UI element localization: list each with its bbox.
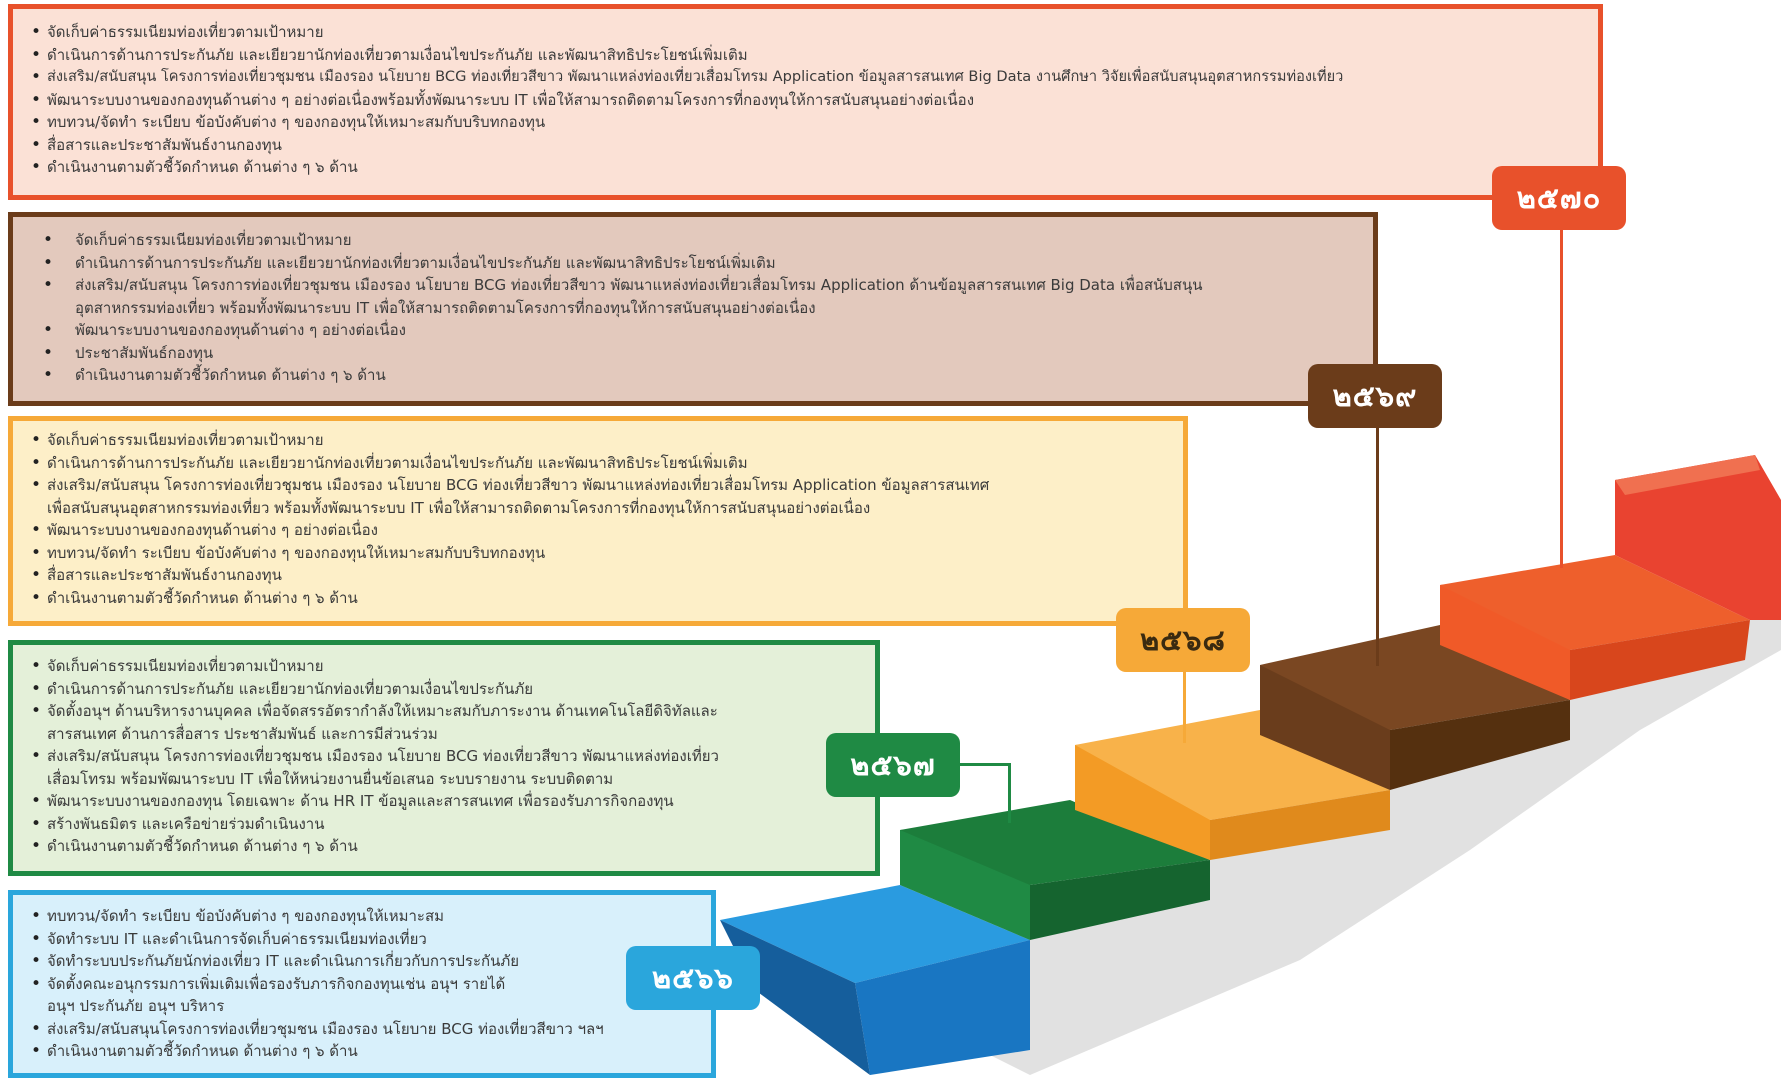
list-item: จัดเก็บค่าธรรมเนียมท่องเที่ยวตามเป้าหมาย bbox=[31, 229, 1373, 252]
stair-step-2567-top bbox=[900, 800, 1210, 885]
list-item-text: จัดทำระบบ IT และดำเนินการจัดเก็บค่าธรรมเ… bbox=[47, 929, 427, 948]
list-item: จัดตั้งคณะอนุกรรมการเพิ่มเติมเพื่อรองรับ… bbox=[31, 973, 711, 1018]
list-item-text: ส่งเสริม/สนับสนุน โครงการท่องเที่ยวชุมชน… bbox=[47, 747, 719, 765]
year-2570-panel: จัดเก็บค่าธรรมเนียมท่องเที่ยวตามเป้าหมาย… bbox=[8, 4, 1603, 200]
list-item: ดำเนินการด้านการประกันภัย และเยียวยานักท… bbox=[31, 678, 875, 701]
list-item: ส่งเสริม/สนับสนุน โครงการท่องเที่ยวชุมชน… bbox=[31, 66, 1598, 89]
stair-step-2568-front bbox=[1210, 790, 1390, 860]
list-item-text-cont: เพื่อสนับสนุนอุตสาหกรรมท่องเที่ยว พร้อมท… bbox=[47, 498, 871, 517]
list-item: ดำเนินการด้านการประกันภัย และเยียวยานักท… bbox=[31, 252, 1373, 275]
list-item: ดำเนินการด้านการประกันภัย และเยียวยานักท… bbox=[31, 44, 1598, 67]
list-item-text-cont: อนุฯ ประกันภัย อนุฯ บริหาร bbox=[47, 997, 225, 1015]
year-2568-list: จัดเก็บค่าธรรมเนียมท่องเที่ยวตามเป้าหมาย… bbox=[31, 429, 1183, 609]
list-item: สื่อสารและประชาสัมพันธ์งานกองทุน bbox=[31, 134, 1598, 157]
list-item-text-cont: อุตสาหกรรมท่องเที่ยว พร้อมทั้งพัฒนาระบบ … bbox=[75, 298, 816, 317]
connector-2568 bbox=[1183, 668, 1186, 743]
list-item: จัดเก็บค่าธรรมเนียมท่องเที่ยวตามเป้าหมาย bbox=[31, 21, 1598, 44]
year-badge-2567: ๒๕๖๗ bbox=[826, 733, 960, 797]
list-item-text: จัดเก็บค่าธรรมเนียมท่องเที่ยวตามเป้าหมาย bbox=[47, 657, 324, 675]
stair-step-2568-top bbox=[1075, 710, 1390, 820]
list-item-text: ดำเนินงานตามตัวชี้วัดกำหนด ด้านต่าง ๆ ๖ … bbox=[47, 588, 358, 607]
list-item-text: พัฒนาระบบงานของกองทุนด้านต่าง ๆ อย่างต่อ… bbox=[47, 521, 378, 539]
list-item: จัดเก็บค่าธรรมเนียมท่องเที่ยวตามเป้าหมาย bbox=[31, 429, 1183, 452]
list-item: พัฒนาระบบงานของกองทุนด้านต่าง ๆ อย่างต่อ… bbox=[31, 319, 1373, 342]
list-item-text: ทบทวน/จัดทำ ระเบียบ ข้อบังคับต่าง ๆ ของก… bbox=[47, 543, 546, 562]
year-badge-2566: ๒๕๖๖ bbox=[626, 946, 760, 1010]
year-2566-list: ทบทวน/จัดทำ ระเบียบ ข้อบังคับต่าง ๆ ของก… bbox=[31, 905, 711, 1063]
list-item-text: ทบทวน/จัดทำ ระเบียบ ข้อบังคับต่าง ๆ ของก… bbox=[47, 907, 445, 925]
year-2567-panel: จัดเก็บค่าธรรมเนียมท่องเที่ยวตามเป้าหมาย… bbox=[8, 640, 880, 876]
list-item-text: พัฒนาระบบงานของกองทุน โดยเฉพาะ ด้าน HR I… bbox=[47, 792, 674, 810]
list-item-text: พัฒนาระบบงานของกองทุนด้านต่าง ๆ อย่างต่อ… bbox=[75, 321, 406, 339]
list-item: ทบทวน/จัดทำ ระเบียบ ข้อบังคับต่าง ๆ ของก… bbox=[31, 542, 1183, 565]
year-badge-2569: ๒๕๖๙ bbox=[1308, 364, 1442, 428]
list-item: ดำเนินงานตามตัวชี้วัดกำหนด ด้านต่าง ๆ ๖ … bbox=[31, 156, 1598, 179]
list-item-text: จัดทำระบบประกันภัยนักท่องเที่ยว IT และดำ… bbox=[47, 952, 520, 970]
list-item-text: ดำเนินการด้านการประกันภัย และเยียวยานักท… bbox=[47, 679, 534, 698]
list-item-text: ส่งเสริม/สนับสนุนโครงการท่องเที่ยวชุมชน … bbox=[47, 1019, 604, 1038]
arrow-head bbox=[1615, 455, 1781, 620]
connector-2570 bbox=[1560, 228, 1563, 568]
year-badge-2570: ๒๕๗๐ bbox=[1492, 166, 1626, 230]
stair-step-2570-top bbox=[1440, 555, 1750, 650]
list-item: จัดตั้งอนุฯ ด้านบริหารงานบุคคล เพื่อจัดส… bbox=[31, 700, 875, 745]
list-item: สื่อสารและประชาสัมพันธ์งานกองทุน bbox=[31, 564, 1183, 587]
list-item-text: จัดตั้งคณะอนุกรรมการเพิ่มเติมเพื่อรองรับ… bbox=[47, 974, 506, 993]
list-item-text: จัดตั้งอนุฯ ด้านบริหารงานบุคคล เพื่อจัดส… bbox=[47, 702, 718, 720]
list-item: ดำเนินการด้านการประกันภัย และเยียวยานักท… bbox=[31, 452, 1183, 475]
list-item: พัฒนาระบบงานของกองทุนด้านต่าง ๆ อย่างต่อ… bbox=[31, 89, 1598, 112]
list-item: ประชาสัมพันธ์กองทุน bbox=[31, 342, 1373, 365]
arrow-head-highlight bbox=[1615, 455, 1760, 495]
list-item-text: จัดเก็บค่าธรรมเนียมท่องเที่ยวตามเป้าหมาย bbox=[75, 231, 352, 249]
year-2570-list: จัดเก็บค่าธรรมเนียมท่องเที่ยวตามเป้าหมาย… bbox=[31, 21, 1598, 179]
list-item-text-cont: สารสนเทศ ด้านการสื่อสาร ประชาสัมพันธ์ แล… bbox=[47, 724, 438, 743]
list-item-text: ดำเนินงานตามตัวชี้วัดกำหนด ด้านต่าง ๆ ๖ … bbox=[75, 366, 386, 384]
list-item: จัดทำระบบ IT และดำเนินการจัดเก็บค่าธรรมเ… bbox=[31, 928, 711, 951]
list-item: พัฒนาระบบงานของกองทุน โดยเฉพาะ ด้าน HR I… bbox=[31, 790, 875, 813]
stair-step-2570-front bbox=[1570, 620, 1750, 700]
list-item-text: ดำเนินการด้านการประกันภัย และเยียวยานักท… bbox=[47, 453, 748, 472]
list-item: ดำเนินงานตามตัวชี้วัดกำหนด ด้านต่าง ๆ ๖ … bbox=[31, 1040, 711, 1063]
year-2567-list: จัดเก็บค่าธรรมเนียมท่องเที่ยวตามเป้าหมาย… bbox=[31, 655, 875, 858]
list-item: ดำเนินงานตามตัวชี้วัดกำหนด ด้านต่าง ๆ ๖ … bbox=[31, 835, 875, 858]
year-2569-panel: จัดเก็บค่าธรรมเนียมท่องเที่ยวตามเป้าหมาย… bbox=[8, 212, 1378, 406]
list-item-text: ประชาสัมพันธ์กองทุน bbox=[75, 343, 214, 362]
list-item-text: สร้างพันธมิตร และเครือข่ายร่วมดำเนินงาน bbox=[47, 814, 325, 833]
year-2569-list: จัดเก็บค่าธรรมเนียมท่องเที่ยวตามเป้าหมาย… bbox=[31, 229, 1373, 387]
list-item-text: ดำเนินงานตามตัวชี้วัดกำหนด ด้านต่าง ๆ ๖ … bbox=[47, 1042, 358, 1060]
list-item: ทบทวน/จัดทำ ระเบียบ ข้อบังคับต่าง ๆ ของก… bbox=[31, 111, 1598, 134]
list-item-text: ดำเนินการด้านการประกันภัย และเยียวยานักท… bbox=[75, 253, 776, 272]
year-badge-2568: ๒๕๖๘ bbox=[1116, 608, 1250, 672]
list-item: พัฒนาระบบงานของกองทุนด้านต่าง ๆ อย่างต่อ… bbox=[31, 519, 1183, 542]
list-item: จัดเก็บค่าธรรมเนียมท่องเที่ยวตามเป้าหมาย bbox=[31, 655, 875, 678]
connector-2567 bbox=[1008, 763, 1011, 823]
connector-2569 bbox=[1376, 426, 1379, 666]
list-item: ดำเนินงานตามตัวชี้วัดกำหนด ด้านต่าง ๆ ๖ … bbox=[31, 587, 1183, 610]
list-item: ทบทวน/จัดทำ ระเบียบ ข้อบังคับต่าง ๆ ของก… bbox=[31, 905, 711, 928]
year-2566-panel: ทบทวน/จัดทำ ระเบียบ ข้อบังคับต่าง ๆ ของก… bbox=[8, 890, 716, 1078]
list-item-text-cont: เสื่อมโทรม พร้อมพัฒนาระบบ IT เพื่อให้หน่… bbox=[47, 769, 614, 788]
stair-step-2566-top bbox=[720, 885, 1030, 983]
list-item-text: ส่งเสริม/สนับสนุน โครงการท่องเที่ยวชุมชน… bbox=[47, 476, 990, 494]
list-item: ดำเนินงานตามตัวชี้วัดกำหนด ด้านต่าง ๆ ๖ … bbox=[31, 364, 1373, 387]
list-item: ส่งเสริม/สนับสนุนโครงการท่องเที่ยวชุมชน … bbox=[31, 1018, 711, 1041]
list-item-text: ส่งเสริม/สนับสนุน โครงการท่องเที่ยวชุมชน… bbox=[75, 276, 1203, 294]
list-item: จัดทำระบบประกันภัยนักท่องเที่ยว IT และดำ… bbox=[31, 950, 711, 973]
stair-step-2569-top bbox=[1260, 625, 1570, 730]
connector-2567-h bbox=[955, 763, 1010, 766]
list-item: สร้างพันธมิตร และเครือข่ายร่วมดำเนินงาน bbox=[31, 813, 875, 836]
list-item-text: จัดเก็บค่าธรรมเนียมท่องเที่ยวตามเป้าหมาย bbox=[47, 431, 324, 449]
list-item: ส่งเสริม/สนับสนุน โครงการท่องเที่ยวชุมชน… bbox=[31, 274, 1373, 319]
list-item: ส่งเสริม/สนับสนุน โครงการท่องเที่ยวชุมชน… bbox=[31, 745, 875, 790]
stair-step-2566-front bbox=[855, 940, 1030, 1075]
stair-step-2567-front bbox=[1030, 860, 1210, 940]
list-item: ส่งเสริม/สนับสนุน โครงการท่องเที่ยวชุมชน… bbox=[31, 474, 1183, 519]
list-item-text: สื่อสารและประชาสัมพันธ์งานกองทุน bbox=[47, 566, 282, 584]
list-item-text: ดำเนินงานตามตัวชี้วัดกำหนด ด้านต่าง ๆ ๖ … bbox=[47, 837, 358, 855]
stair-step-2569-front bbox=[1390, 700, 1570, 790]
year-2568-panel: จัดเก็บค่าธรรมเนียมท่องเที่ยวตามเป้าหมาย… bbox=[8, 416, 1188, 626]
